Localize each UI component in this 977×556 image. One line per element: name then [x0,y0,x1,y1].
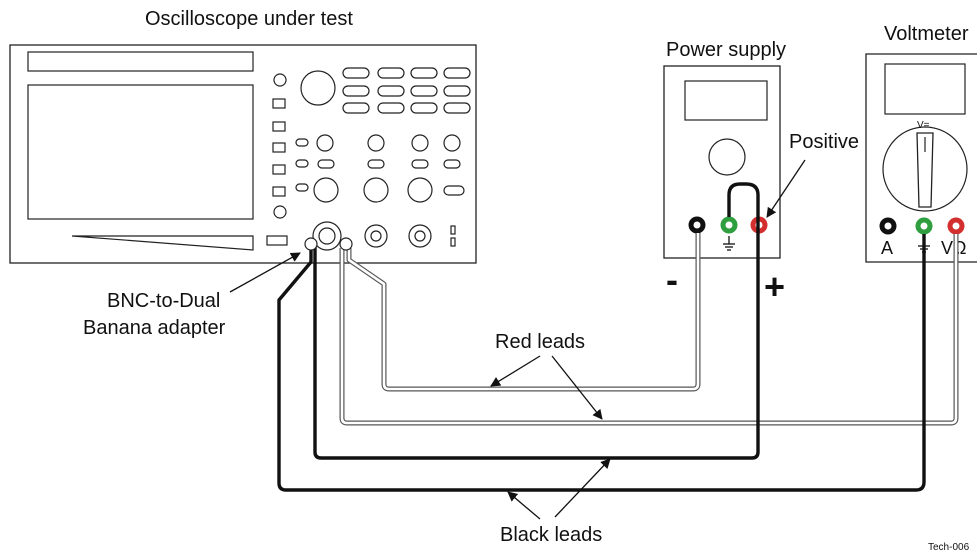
oscilloscope-label: Oscilloscope under test [145,8,353,30]
oscilloscope: Oscilloscope under test [9,8,477,264]
arrow-icon [229,252,301,293]
positive-label: Positive [789,131,859,153]
voltmeter-com-terminal [915,217,933,235]
voltmeter-selector [916,132,934,208]
osc-main-knob [300,70,336,106]
red-leads-label: Red leads [495,331,585,353]
arrow-icon [554,458,611,518]
red-lead-power-supply [346,233,701,392]
oscilloscope-bottom-wedge [71,235,254,251]
adapter-red-plug [339,237,353,251]
osc-button-grid [342,67,471,114]
osc-knob-small [273,73,287,87]
arrow-icon [490,355,541,387]
arrow-icon [766,159,806,218]
red-leads [339,233,959,426]
adapter-label-line2: Banana adapter [83,317,226,339]
arrow-icon [507,491,541,520]
power-supply: Power supply [663,39,786,259]
black-leads [277,182,926,492]
oscilloscope-screen [27,84,254,220]
voltmeter-a-label: A [881,238,893,258]
black-lead-voltmeter [277,234,926,492]
voltmeter-display [884,63,966,115]
adapter-black-plug [304,237,318,251]
voltmeter-dial-label: V= [917,120,930,131]
black-leads-label: Black leads [500,524,602,546]
tech-id-label: Tech-006 [928,542,970,553]
ground-icon [723,236,735,251]
osc-bnc-inputs [266,221,456,251]
power-supply-display [684,80,768,121]
voltmeter-a-terminal [879,217,897,235]
plus-sign: + [764,266,785,307]
power-supply-negative-terminal [688,216,706,234]
voltmeter: Voltmeter V= A VΩ [865,23,977,263]
minus-sign: - [666,259,678,300]
red-lead-voltmeter [339,234,959,426]
voltmeter-vohm-terminal [947,217,965,235]
black-lead-power-supply [313,182,760,460]
power-supply-knob [708,138,746,176]
voltmeter-label: Voltmeter [884,23,969,45]
arrow-icon [551,355,603,420]
power-supply-ground-terminal [720,216,738,234]
power-supply-label: Power supply [666,39,786,61]
adapter-label-line1: BNC-to-Dual [107,290,220,312]
oscilloscope-top-bar [27,51,254,72]
osc-channel-controls [295,134,465,203]
osc-left-buttons [272,98,287,219]
